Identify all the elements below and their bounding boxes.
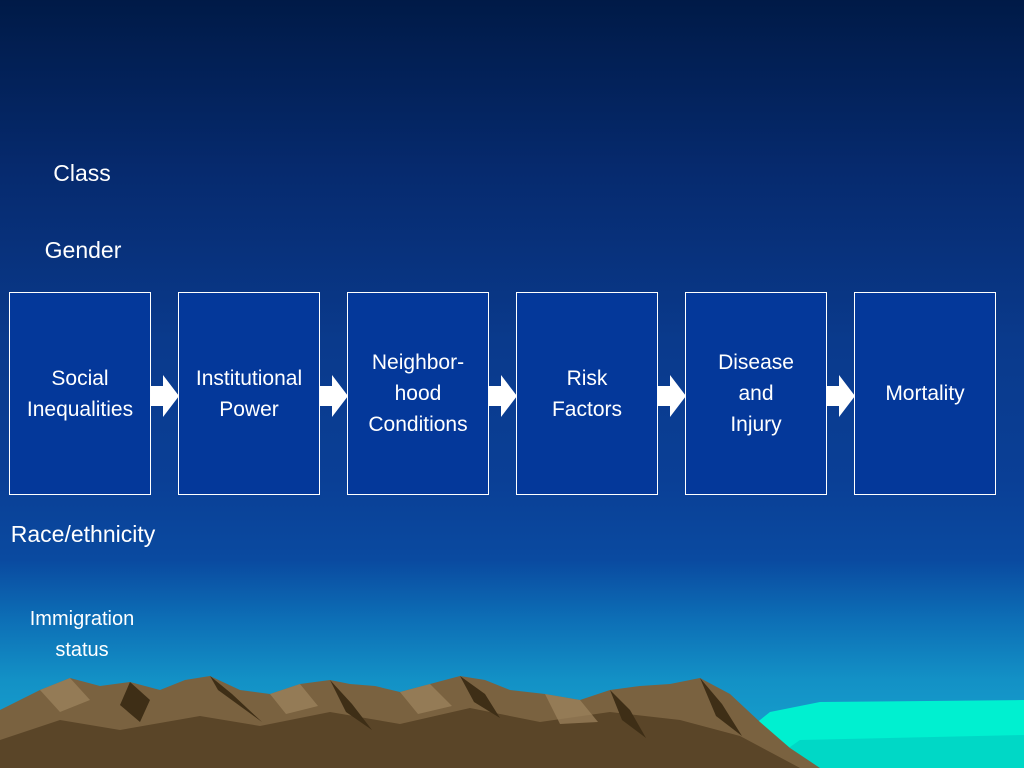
box-label: Neighbor- hood Conditions (368, 351, 468, 436)
label-gender: Gender (44, 237, 122, 263)
right-arrow-icon (151, 375, 179, 417)
right-arrow-icon (320, 375, 348, 417)
right-arrow-icon (827, 375, 855, 417)
right-arrow-icon (489, 375, 517, 417)
box-neighborhood-conditions: Neighbor- hood Conditions (347, 292, 489, 495)
box-label: Mortality (885, 382, 965, 405)
box-institutional-power: Institutional Power (178, 292, 320, 495)
box-mortality: Mortality (854, 292, 996, 495)
label-immigration-status: Immigration status (29, 608, 135, 661)
box-label: Social Inequalities (26, 366, 134, 421)
box-label: Institutional Power (195, 366, 303, 421)
box-risk-factors: Risk Factors (516, 292, 658, 495)
box-social-inequalities: Social Inequalities (9, 292, 151, 495)
right-arrow-icon (658, 375, 686, 417)
label-class: Class (53, 160, 111, 186)
box-label: Risk Factors (551, 366, 622, 421)
box-disease-and-injury: Disease and Injury (685, 292, 827, 495)
label-race-ethnicity: Race/ethnicity (10, 521, 156, 547)
box-label: Disease and Injury (718, 351, 794, 436)
